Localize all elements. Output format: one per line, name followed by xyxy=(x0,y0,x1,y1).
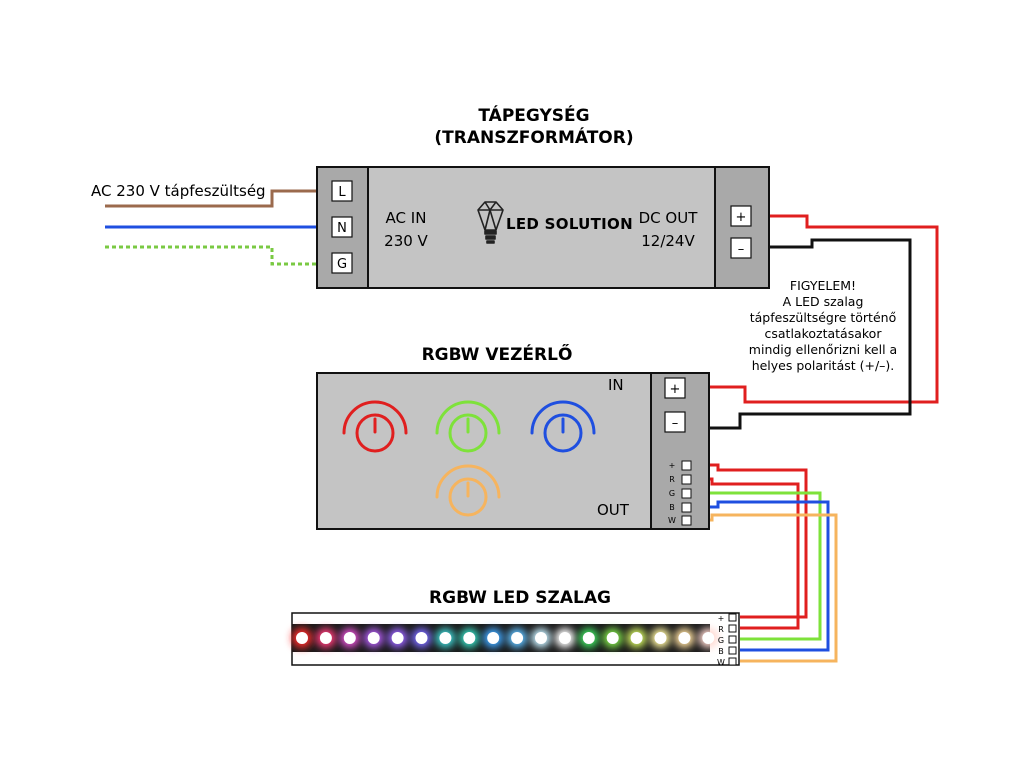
warning-line-2: A LED szalag xyxy=(783,294,864,309)
rgbw-led-strip: RGBW LED SZALAG + R G B W xyxy=(291,588,740,667)
warning-line-4: csatlakoztatásakor xyxy=(765,326,883,341)
led-dot xyxy=(606,632,619,644)
controller-in-terminals: + – xyxy=(664,377,686,433)
controller-out-label-G: G xyxy=(669,489,675,498)
controller-out-terminal-plus xyxy=(681,460,692,471)
led-dot xyxy=(439,632,452,644)
psu-terminal-L-label: L xyxy=(338,185,346,200)
psu-terminal-negative xyxy=(730,237,752,259)
led-dot xyxy=(487,632,500,644)
strip-label-B: B xyxy=(718,647,724,656)
led-dot xyxy=(582,632,595,644)
warning-line-6: helyes polaritást (+/–). xyxy=(752,358,895,373)
psu-output-terminal-block xyxy=(714,166,770,289)
mains-wire-L xyxy=(105,189,332,208)
led-dot xyxy=(415,632,428,644)
led-solution-logo: LED SOLUTION xyxy=(477,201,633,244)
psu-title-line1: TÁPEGYSÉG xyxy=(478,104,589,126)
controller-title: RGBW VEZÉRLŐ xyxy=(422,343,573,365)
warning-line-3: tápfeszültségre történő xyxy=(750,310,896,325)
psu-dc-out-line2: 12/24V xyxy=(641,232,695,250)
dc-wires xyxy=(690,214,939,430)
psu-terminal-N-label: N xyxy=(337,221,347,236)
rgbw-controller: RGBW VEZÉRLŐ IN OUT + – + R G B W xyxy=(316,343,710,530)
bulb-gem-icon xyxy=(477,201,504,244)
controller-out-terminals: + R G B W xyxy=(668,460,692,526)
strip-terminal-plus xyxy=(728,613,737,622)
psu-title-line2: (TRANSZFORMÁTOR) xyxy=(434,126,633,148)
blue-knob-icon xyxy=(530,400,596,453)
controller-out-label: OUT xyxy=(597,501,630,519)
mains-wire-G xyxy=(105,245,332,266)
controller-in-terminal-positive xyxy=(664,377,686,399)
strip-terminal-R xyxy=(728,624,737,633)
warning-line-5: mindig ellenőrizni kell a xyxy=(749,342,897,357)
psu-terminal-negative-label: – xyxy=(738,242,745,257)
controller-in-negative-label: – xyxy=(672,416,679,431)
strip-terminal-W xyxy=(728,657,737,666)
psu-output-terminals: + – xyxy=(730,205,752,259)
psu-input-terminals: L N G xyxy=(331,180,353,274)
controller-out-terminal-B xyxy=(681,502,692,513)
led-row xyxy=(292,624,719,652)
psu-terminal-L xyxy=(331,180,353,202)
psu-ac-in-line1: AC IN xyxy=(386,209,427,227)
psu-terminal-positive-label: + xyxy=(736,210,747,225)
psu-terminal-G xyxy=(331,252,353,274)
warning-line-1: FIGYELEM! xyxy=(790,278,856,293)
psu-ac-in-line2: 230 V xyxy=(384,232,428,250)
strip-terminal-B xyxy=(728,646,737,655)
channel-wire-G xyxy=(690,491,822,641)
controller-terminal-block xyxy=(650,372,710,530)
led-dot xyxy=(463,632,476,644)
led-dot xyxy=(319,632,332,644)
led-dot xyxy=(535,632,547,644)
led-dot xyxy=(367,632,380,644)
logo-text: LED SOLUTION xyxy=(506,215,633,233)
dc-negative-wire xyxy=(690,238,912,430)
led-dot xyxy=(511,632,524,644)
psu-terminal-N xyxy=(331,216,353,238)
led-dot xyxy=(654,632,667,644)
power-supply: TÁPEGYSÉG (TRANSZFORMÁTOR) L N G + – AC … xyxy=(316,104,770,289)
controller-in-label: IN xyxy=(608,376,624,394)
dc-positive-wire xyxy=(690,214,939,404)
psu-terminal-positive xyxy=(730,205,752,227)
psu-terminal-G-label: G xyxy=(337,257,347,272)
controller-out-label-W: W xyxy=(668,516,676,525)
strip-label-G: G xyxy=(718,636,724,645)
led-dot xyxy=(391,632,404,644)
mains-label: AC 230 V tápfeszültség xyxy=(91,182,266,200)
controller-in-terminal-negative xyxy=(664,411,686,433)
controller-out-label-B: B xyxy=(669,503,675,512)
controller-out-terminal-W xyxy=(681,515,692,526)
led-dot xyxy=(702,632,715,644)
controller-out-terminal-G xyxy=(681,488,692,499)
led-dot xyxy=(343,632,356,644)
channel-wire-B xyxy=(690,500,830,652)
controller-out-label-plus: + xyxy=(669,461,676,470)
controller-out-label-R: R xyxy=(669,475,675,484)
white-knob-icon xyxy=(435,464,501,517)
led-dot xyxy=(558,632,571,644)
led-dot xyxy=(296,632,308,644)
strip-terminals: + R G B W xyxy=(717,613,737,667)
led-dot xyxy=(678,632,691,644)
controller-out-terminal-R xyxy=(681,474,692,485)
led-dot xyxy=(630,632,643,644)
mains-wires xyxy=(105,189,332,266)
red-knob-icon xyxy=(342,400,408,453)
strip-label-W: W xyxy=(717,658,725,667)
strip-label-R: R xyxy=(718,625,724,634)
controller-in-positive-label: + xyxy=(670,382,681,397)
channel-wire-plus xyxy=(690,463,808,619)
strip-label-plus: + xyxy=(718,614,725,623)
strip-terminal-G xyxy=(728,635,737,644)
strip-title: RGBW LED SZALAG xyxy=(429,588,611,608)
green-knob-icon xyxy=(435,400,501,453)
psu-dc-out-line1: DC OUT xyxy=(639,209,699,227)
polarity-warning: FIGYELEM! A LED szalag tápfeszültségre t… xyxy=(749,278,897,373)
